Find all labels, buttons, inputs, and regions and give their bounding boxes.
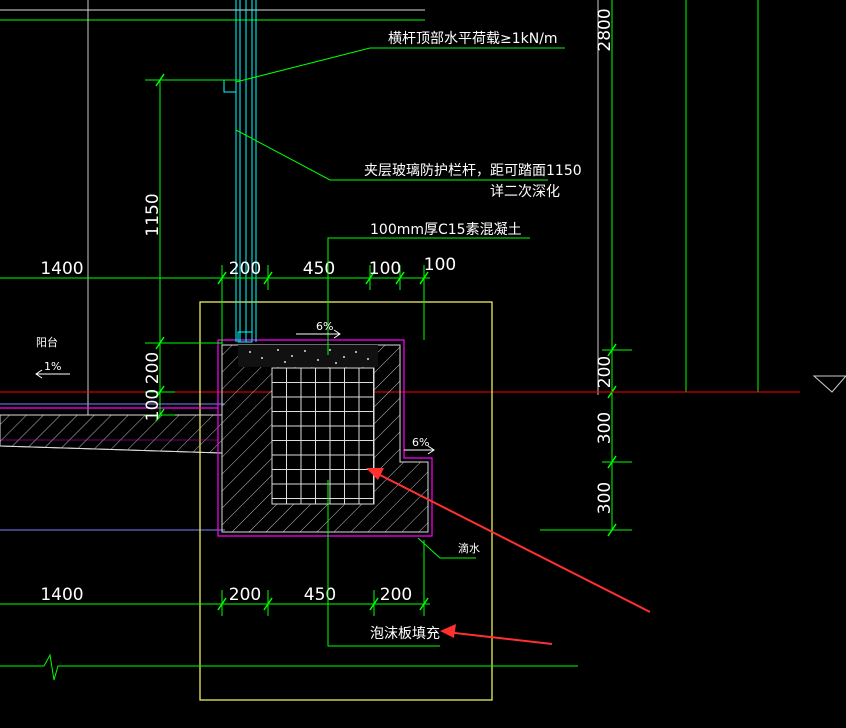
leader-foam	[327, 480, 440, 647]
dim-bottom-200b: 200	[380, 585, 412, 605]
dim-top-100b: 100	[424, 255, 456, 275]
dim-right-2800: 2800	[595, 8, 615, 51]
note-glass-detail: 详二次深化	[490, 184, 560, 200]
note-balcony: 阳台	[36, 335, 58, 349]
dim-top-200: 200	[229, 259, 261, 279]
red-arrow-2	[440, 624, 553, 645]
leader-rail-load	[235, 47, 565, 83]
dim-right-300b: 300	[595, 482, 615, 514]
slope-balcony-arrow-icon	[35, 369, 70, 379]
slope-balcony: 1%	[44, 360, 61, 373]
dim-left-100: 100	[143, 389, 163, 421]
dim-bottom-450: 450	[304, 585, 336, 605]
dim-right-300a: 300	[595, 412, 615, 444]
concrete-aggregate	[249, 349, 369, 364]
note-rail-load: 横杆顶部水平荷载≥1kN/m	[388, 31, 558, 47]
break-line	[0, 653, 578, 681]
dim-left-200: 200	[143, 352, 163, 384]
dim-top-1400: 1400	[40, 259, 83, 279]
detail-boundary	[199, 301, 493, 701]
glass-railing	[223, 0, 257, 343]
note-glass-rail: 夹层玻璃防护栏杆，距可踏面1150	[364, 162, 582, 179]
level-marker-icon	[812, 375, 846, 393]
note-concrete: 100mm厚C15素混凝土	[370, 222, 522, 238]
note-foam: 泡沫板填充	[370, 626, 440, 642]
dim-bottom-200: 200	[229, 585, 261, 605]
waterproof-layer	[217, 339, 433, 537]
dim-top-450: 450	[303, 259, 335, 279]
dim-bottom-1400: 1400	[40, 585, 83, 605]
dim-top-100a: 100	[369, 259, 401, 279]
leader-drip	[417, 537, 476, 559]
leader-glass-rail	[235, 129, 548, 181]
slope-step: 6%	[412, 436, 429, 449]
dim-right-200: 200	[595, 356, 615, 388]
red-arrow-1	[366, 468, 651, 613]
leader-concrete	[327, 237, 530, 355]
slope-step-arrow-icon	[404, 445, 435, 455]
dim-left-1150: 1150	[143, 193, 163, 236]
note-drip: 滴水	[458, 541, 480, 555]
slope-top: 6%	[316, 320, 333, 333]
slope-top-arrow-icon	[296, 329, 341, 339]
